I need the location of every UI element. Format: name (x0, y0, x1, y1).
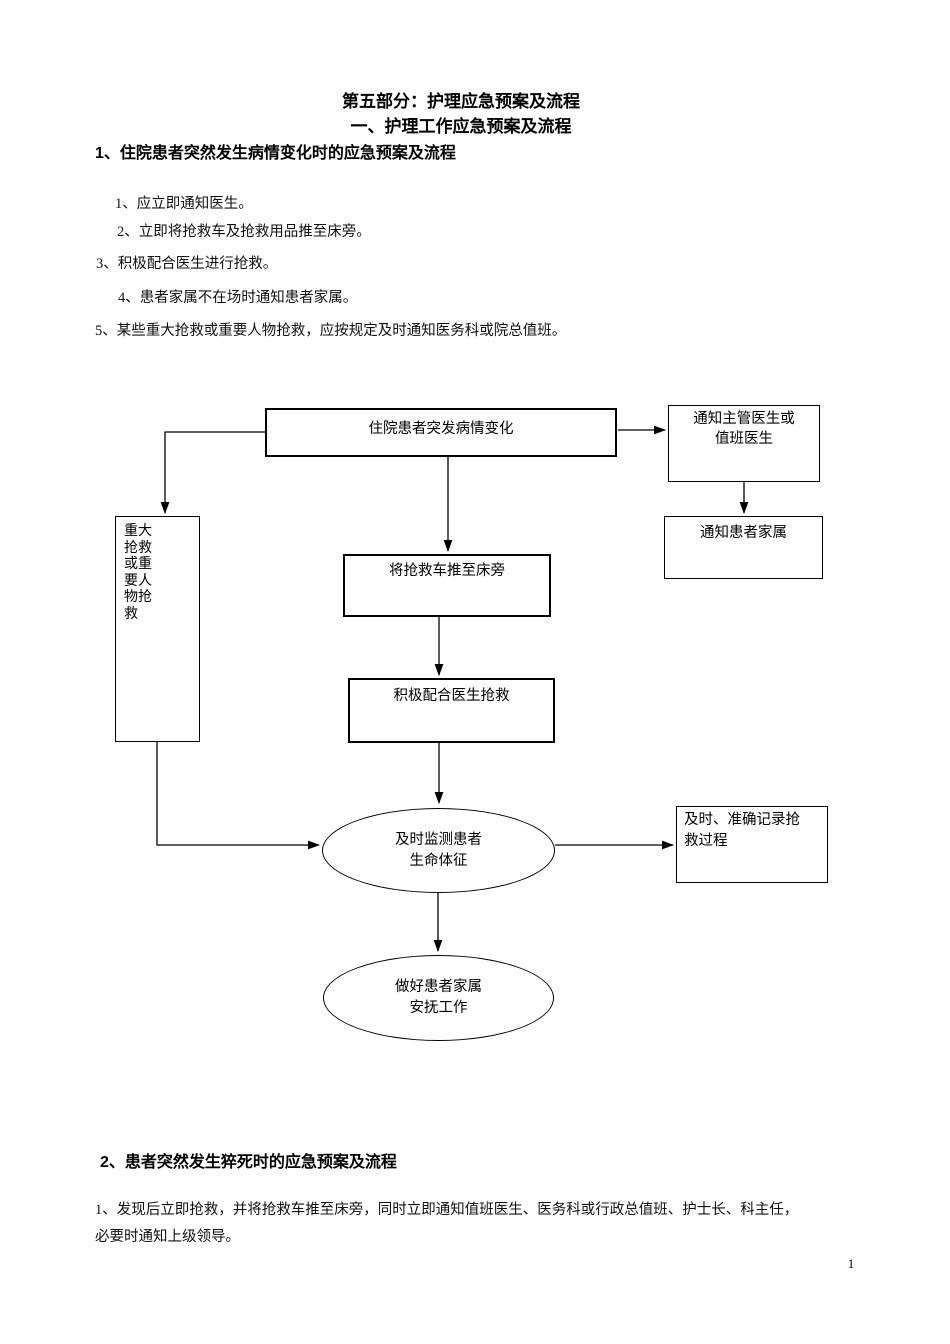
list-item-4: 4、患者家属不在场时通知患者家属。 (118, 290, 358, 306)
flow-node-record-line2: 救过程 (684, 833, 728, 849)
flow-node-major-rescue-line4: 要人 (124, 573, 152, 589)
flow-node-cooperate: 积极配合医生抢救 (348, 678, 555, 743)
flow-node-major-rescue-line1: 重大 (124, 524, 152, 539)
list-item-5: 5、某些重大抢救或重要人物抢救，应按规定及时通知医务科或院总值班。 (95, 323, 567, 339)
page-number: 1 (847, 1256, 855, 1271)
connector-start-to-major-rescue (160, 431, 265, 514)
flow-node-comfort-line2: 安抚工作 (409, 1000, 468, 1016)
flow-node-notify-family: 通知患者家属 (664, 516, 823, 579)
section2-heading: 2、患者突然发生猝死时的应急预案及流程 (100, 1154, 397, 1171)
flow-node-notify-doctor-line2: 值班医生 (715, 431, 773, 447)
flow-node-monitor-line2: 生命体征 (409, 852, 468, 869)
flow-node-notify-family-label: 通知患者家属 (700, 525, 787, 541)
flow-node-push-cart-label: 将抢救车推至床旁 (389, 563, 505, 579)
list-item-2: 2、立即将抢救车及抢救用品推至床旁。 (117, 224, 371, 240)
flow-node-notify-doctor: 通知主管医生或 值班医生 (668, 405, 820, 482)
flow-node-major-rescue-line5: 物抢 (124, 590, 152, 605)
document-subtitle: 一、护理工作应急预案及流程 (350, 117, 572, 136)
flow-node-record-line1: 及时、准确记录抢 (684, 812, 800, 828)
flow-node-start-label: 住院患者突发病情变化 (368, 421, 514, 437)
flow-node-comfort: 做好患者家属 安抚工作 (323, 955, 554, 1041)
flow-node-notify-doctor-line1: 通知主管医生或 (693, 411, 795, 427)
flow-node-major-rescue-line6: 救 (124, 606, 138, 622)
document-title: 第五部分：护理应急预案及流程 (342, 92, 580, 111)
flow-node-record: 及时、准确记录抢 救过程 (676, 806, 828, 883)
list-item-1: 1、应立即通知医生。 (115, 196, 253, 212)
section2-paragraph-line1: 1、发现后立即抢救，并将抢救车推至床旁，同时立即通知值班医生、医务科或行政总值班… (95, 1202, 799, 1218)
connector-major-rescue-to-monitor (156, 742, 320, 850)
section2-paragraph-line2: 必要时通知上级领导。 (95, 1229, 240, 1245)
section2-paragraph: 1、发现后立即抢救，并将抢救车推至床旁，同时立即通知值班医生、医务科或行政总值班… (95, 1197, 798, 1251)
flow-node-monitor-line1: 及时监测患者 (395, 831, 482, 848)
flow-node-monitor: 及时监测患者 生命体征 (322, 808, 555, 893)
flow-node-major-rescue: 重大 抢救 或重 要人 物抢 救 (115, 516, 200, 742)
list-item-3: 3、积极配合医生进行抢救。 (96, 256, 278, 272)
flow-node-major-rescue-line2: 抢救 (124, 540, 152, 556)
flow-node-start: 住院患者突发病情变化 (265, 408, 617, 457)
flow-node-cooperate-label: 积极配合医生抢救 (393, 688, 510, 704)
section1-heading: 1、住院患者突然发生病情变化时的应急预案及流程 (95, 145, 456, 162)
flow-node-major-rescue-line3: 或重 (124, 557, 152, 572)
flow-node-comfort-line1: 做好患者家属 (395, 979, 482, 995)
flow-node-push-cart: 将抢救车推至床旁 (343, 554, 551, 617)
